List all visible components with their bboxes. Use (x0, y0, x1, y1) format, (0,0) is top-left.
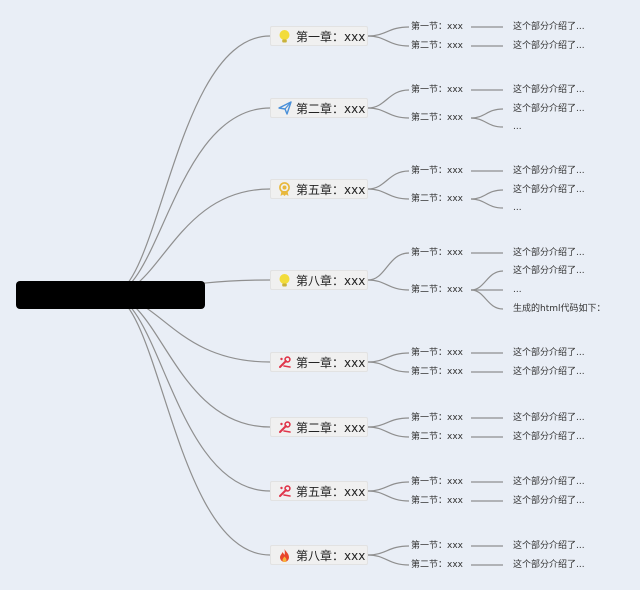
detail-text[interactable]: 这个部分介绍了... (513, 496, 585, 506)
detail-text[interactable]: 这个部分介绍了... (513, 104, 585, 114)
chapter-to-section-connector (367, 89, 410, 109)
chapter-label: 第二章：xxx (296, 420, 366, 435)
root-node-redacted[interactable] (16, 281, 205, 309)
chapter-label: 第五章：xxx (296, 484, 366, 499)
section-label[interactable]: 第一节：xxx (411, 477, 463, 487)
section-label[interactable]: 第二节：xxx (411, 285, 463, 295)
detail-text[interactable]: 这个部分介绍了... (513, 413, 585, 423)
chapter-label: 第二章：xxx (296, 101, 366, 116)
chapter-to-section-connector (367, 170, 410, 190)
section-label[interactable]: 第一节：xxx (411, 85, 463, 95)
section-label[interactable]: 第二节：xxx (411, 113, 463, 123)
chapter-node[interactable]: 第一章：xxx (270, 26, 368, 46)
detail-text[interactable]: 这个部分介绍了... (513, 41, 585, 51)
section-label[interactable]: 第一节：xxx (411, 541, 463, 551)
chapter-node[interactable]: 第八章：xxx (270, 270, 368, 290)
root-to-chapter-connector (109, 35, 271, 296)
root-to-chapter-connector (109, 107, 271, 296)
chapter-node[interactable]: 第二章：xxx (270, 98, 368, 118)
detail-text[interactable]: ... (513, 203, 522, 213)
chapter-to-section-connector (367, 481, 410, 492)
detail-text[interactable]: ... (513, 285, 522, 295)
detail-text[interactable]: 这个部分介绍了... (513, 477, 585, 487)
chapter-to-section-connector (367, 188, 410, 200)
bulb-icon (277, 273, 292, 288)
chapter-label: 第八章：xxx (296, 548, 366, 563)
chapter-to-section-connector (367, 545, 410, 556)
tools-icon (277, 355, 292, 370)
detail-text[interactable]: 这个部分介绍了... (513, 367, 585, 377)
section-label[interactable]: 第二节：xxx (411, 194, 463, 204)
chapter-label: 第一章：xxx (296, 355, 366, 370)
chapter-to-section-connector (367, 107, 410, 119)
section-to-detail-connector (470, 117, 504, 128)
chapter-node[interactable]: 第一章：xxx (270, 352, 368, 372)
root-to-chapter-connector (109, 294, 271, 492)
chapter-label: 第五章：xxx (296, 182, 366, 197)
tools-icon (277, 420, 292, 435)
section-label[interactable]: 第二节：xxx (411, 367, 463, 377)
section-to-detail-connector (470, 270, 504, 291)
detail-text[interactable]: 这个部分介绍了... (513, 85, 585, 95)
detail-text[interactable]: 这个部分介绍了... (513, 185, 585, 195)
section-label[interactable]: 第一节：xxx (411, 248, 463, 258)
section-label[interactable]: 第一节：xxx (411, 22, 463, 32)
detail-text[interactable]: 这个部分介绍了... (513, 541, 585, 551)
award-ribbon-icon (277, 181, 292, 197)
section-to-detail-connector (470, 198, 504, 209)
section-to-detail-connector (470, 289, 504, 310)
detail-text[interactable]: 这个部分介绍了... (513, 248, 585, 258)
chapter-to-section-connector (367, 279, 410, 291)
detail-text[interactable]: 这个部分介绍了... (513, 266, 585, 276)
detail-text[interactable]: 这个部分介绍了... (513, 560, 585, 570)
chapter-to-section-connector (367, 26, 410, 37)
chapter-node[interactable]: 第二章：xxx (270, 417, 368, 437)
section-to-detail-connector (470, 108, 504, 119)
section-label[interactable]: 第一节：xxx (411, 166, 463, 176)
section-label[interactable]: 第二节：xxx (411, 496, 463, 506)
section-to-detail-connector (470, 189, 504, 200)
chapter-to-section-connector (367, 417, 410, 428)
section-label[interactable]: 第二节：xxx (411, 560, 463, 570)
section-label[interactable]: 第二节：xxx (411, 432, 463, 442)
section-label[interactable]: 第一节：xxx (411, 348, 463, 358)
chapter-to-section-connector (367, 554, 410, 566)
chapter-to-section-connector (367, 490, 410, 502)
detail-text[interactable]: 这个部分介绍了... (513, 348, 585, 358)
section-label[interactable]: 第二节：xxx (411, 41, 463, 51)
detail-text[interactable]: 这个部分介绍了... (513, 166, 585, 176)
chapter-to-section-connector (367, 352, 410, 363)
detail-text[interactable]: 这个部分介绍了... (513, 22, 585, 32)
chapter-label: 第八章：xxx (296, 273, 366, 288)
chapter-to-section-connector (367, 35, 410, 47)
bulb-icon (277, 29, 292, 44)
detail-text[interactable]: 生成的html代码如下： (513, 304, 606, 314)
tools-icon (277, 484, 292, 499)
chapter-to-section-connector (367, 426, 410, 438)
chapter-label: 第一章：xxx (296, 29, 366, 44)
detail-text[interactable]: ... (513, 122, 522, 132)
detail-text[interactable]: 这个部分介绍了... (513, 432, 585, 442)
fire-icon (277, 548, 292, 563)
paper-plane-icon (277, 101, 292, 116)
chapter-to-section-connector (367, 252, 410, 281)
chapter-node[interactable]: 第五章：xxx (270, 481, 368, 501)
chapter-node[interactable]: 第八章：xxx (270, 545, 368, 565)
chapter-node[interactable]: 第五章：xxx (270, 179, 368, 199)
section-label[interactable]: 第一节：xxx (411, 413, 463, 423)
root-to-chapter-connector (109, 294, 271, 556)
chapter-to-section-connector (367, 361, 410, 373)
